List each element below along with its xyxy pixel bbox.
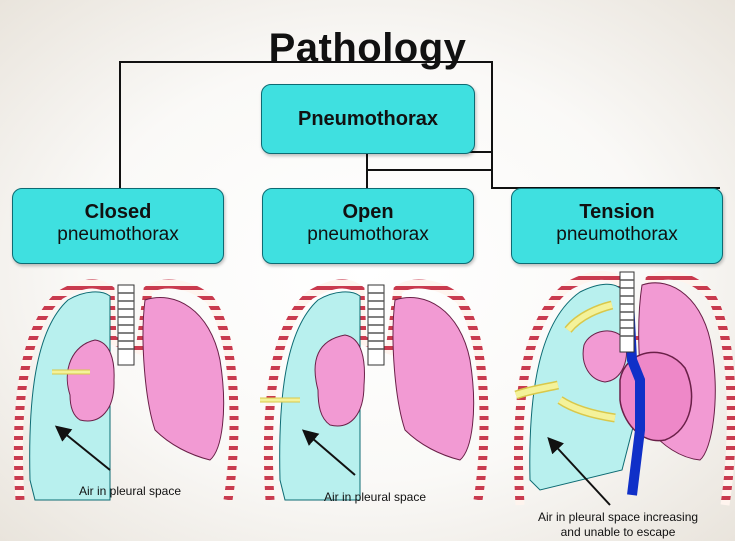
closed-title: Closed [84, 201, 152, 223]
closed-pneumothorax-box: Closed pneumothorax [12, 188, 224, 264]
tension-lung-illustration [513, 270, 735, 506]
open-lung-illustration [260, 279, 489, 501]
root-label: Pneumothorax [297, 108, 439, 130]
tension-pneumothorax-box: Tension pneumothorax [511, 188, 723, 264]
tension-caption: Air in pleural space increasing and unab… [508, 510, 728, 540]
page-title: Pathology [268, 26, 467, 70]
open-title: Open [342, 201, 394, 223]
open-pneumothorax-box: Open pneumothorax [262, 188, 474, 264]
pneumothorax-box: Pneumothorax [261, 84, 475, 154]
tension-subtitle: pneumothorax [556, 224, 678, 245]
tension-caption-line-2: and unable to escape [560, 525, 676, 539]
closed-lung-illustration [13, 279, 239, 501]
tension-title: Tension [579, 201, 655, 223]
closed-caption: Air in pleural space [78, 484, 182, 498]
tension-caption-line-1: Air in pleural space increasing [537, 510, 699, 524]
closed-subtitle: pneumothorax [57, 224, 179, 245]
open-subtitle: pneumothorax [307, 224, 429, 245]
open-caption: Air in pleural space [323, 490, 427, 504]
